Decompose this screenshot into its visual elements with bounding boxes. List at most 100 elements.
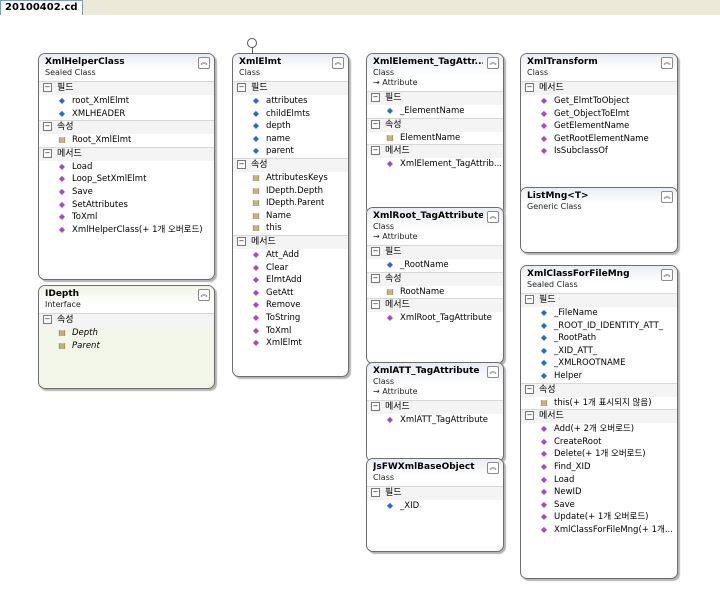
member-item[interactable]: ▤Parent xyxy=(39,340,214,353)
member-item[interactable]: ▤this xyxy=(233,222,348,235)
member-item[interactable]: ◆Loop_SetXmlElmt xyxy=(39,173,214,186)
class-shape-xmlelement-tagattr[interactable]: XmlElement_TagAttr...Class→ Attribute︽−필… xyxy=(366,53,504,215)
collapse-toggle-icon[interactable]: ︽ xyxy=(332,57,344,69)
member-item[interactable]: ◆GetElementName xyxy=(521,120,677,133)
collapse-toggle-icon[interactable]: ︽ xyxy=(661,191,673,203)
member-item[interactable]: ◆Load xyxy=(521,474,677,487)
compartment-header[interactable]: −메서드 xyxy=(367,401,503,414)
collapse-compartment-icon[interactable]: − xyxy=(43,315,52,324)
compartment-header[interactable]: −메서드 xyxy=(39,147,214,161)
member-item[interactable]: ◆ToString xyxy=(233,312,348,325)
member-item[interactable]: ▤Name xyxy=(233,210,348,223)
member-item[interactable]: ◆ElmtAdd xyxy=(233,274,348,287)
member-item[interactable]: ▤AttributesKeys xyxy=(233,172,348,185)
member-item[interactable]: ▤IDepth.Depth xyxy=(233,185,348,198)
member-item[interactable]: ◆Att_Add xyxy=(233,249,348,262)
compartment-header[interactable]: −필드 xyxy=(521,294,677,307)
member-item[interactable]: ◆XMLHEADER xyxy=(39,108,214,121)
member-item[interactable]: ◆depth xyxy=(233,120,348,133)
member-item[interactable]: ◆NewID xyxy=(521,486,677,499)
compartment-header[interactable]: −메서드 xyxy=(521,410,677,424)
collapse-compartment-icon[interactable]: − xyxy=(371,402,380,411)
collapse-toggle-icon[interactable]: ︽ xyxy=(661,57,673,69)
member-item[interactable]: ◆ToXml xyxy=(233,325,348,338)
compartment-header[interactable]: −메서드 xyxy=(233,235,348,249)
member-item[interactable]: ◆root_XmlElmt xyxy=(39,95,214,108)
member-item[interactable]: ◆Helper xyxy=(521,370,677,383)
member-item[interactable]: ◆name xyxy=(233,133,348,146)
collapse-toggle-icon[interactable]: ︽ xyxy=(661,269,673,281)
member-item[interactable]: ◆_XID xyxy=(367,500,503,513)
compartment-header[interactable]: −필드 xyxy=(367,246,503,259)
compartment-header[interactable]: −메서드 xyxy=(521,82,677,95)
collapse-compartment-icon[interactable]: − xyxy=(371,300,380,310)
collapse-compartment-icon[interactable]: − xyxy=(371,146,380,156)
collapse-compartment-icon[interactable]: − xyxy=(237,159,246,169)
compartment-header[interactable]: −속성 xyxy=(521,383,677,397)
collapse-compartment-icon[interactable]: − xyxy=(237,236,246,246)
collapse-toggle-icon[interactable]: ︽ xyxy=(487,57,499,69)
member-item[interactable]: ◆CreateRoot xyxy=(521,436,677,449)
compartment-header[interactable]: −속성 xyxy=(39,121,214,135)
collapse-compartment-icon[interactable]: − xyxy=(43,83,52,92)
member-item[interactable]: ◆attributes xyxy=(233,95,348,108)
collapse-compartment-icon[interactable]: − xyxy=(525,384,534,394)
member-item[interactable]: ◆Save xyxy=(521,499,677,512)
compartment-header[interactable]: −필드 xyxy=(39,82,214,95)
member-item[interactable]: ◆childElmts xyxy=(233,108,348,121)
member-item[interactable]: ▤IDepth.Parent xyxy=(233,197,348,210)
member-item[interactable]: ▤Depth xyxy=(39,327,214,340)
member-item[interactable]: ◆_FileName xyxy=(521,307,677,320)
compartment-header[interactable]: −필드 xyxy=(233,82,348,95)
member-item[interactable]: ◆Save xyxy=(39,186,214,199)
compartment-header[interactable]: −메서드 xyxy=(367,299,503,313)
member-item[interactable]: ◆Remove xyxy=(233,299,348,312)
member-item[interactable]: ◆_XMLROOTNAME xyxy=(521,357,677,370)
member-item[interactable]: ▤RootName xyxy=(367,286,503,299)
collapse-compartment-icon[interactable]: − xyxy=(371,273,380,283)
collapse-compartment-icon[interactable]: − xyxy=(371,119,380,129)
member-item[interactable]: ◆parent xyxy=(233,145,348,158)
member-item[interactable]: ◆XmlClassForFileMng(+ 1개... xyxy=(521,524,677,537)
member-item[interactable]: ◆Load xyxy=(39,161,214,174)
collapse-toggle-icon[interactable]: ︽ xyxy=(198,289,210,301)
member-item[interactable]: ◆_RootPath xyxy=(521,332,677,345)
document-tab[interactable]: 20100402.cd xyxy=(0,0,83,15)
collapse-compartment-icon[interactable]: − xyxy=(237,83,246,92)
member-item[interactable]: ◆GetAtt xyxy=(233,287,348,300)
member-item[interactable]: ◆IsSubclassOf xyxy=(521,145,677,158)
member-item[interactable]: ◆Get_ObjectToElmt xyxy=(521,108,677,121)
compartment-header[interactable]: −속성 xyxy=(367,272,503,286)
member-item[interactable]: ◆Clear xyxy=(233,262,348,275)
compartment-header[interactable]: −필드 xyxy=(367,92,503,105)
member-item[interactable]: ◆XmlElmt xyxy=(233,337,348,350)
member-item[interactable]: ▤Root_XmlElmt xyxy=(39,134,214,147)
collapse-compartment-icon[interactable]: − xyxy=(371,247,380,256)
member-item[interactable]: ◆Add(+ 2개 오버로드) xyxy=(521,423,677,436)
member-item[interactable]: ◆Update(+ 1개 오버로드) xyxy=(521,511,677,524)
member-item[interactable]: ◆_RootName xyxy=(367,259,503,272)
member-item[interactable]: ◆_XID_ATT_ xyxy=(521,345,677,358)
collapse-toggle-icon[interactable]: ︽ xyxy=(487,366,499,378)
member-item[interactable]: ▤this(+ 1개 표시되지 않음) xyxy=(521,397,677,410)
collapse-toggle-icon[interactable]: ︽ xyxy=(487,211,499,223)
collapse-toggle-icon[interactable]: ︽ xyxy=(198,57,210,69)
compartment-header[interactable]: −속성 xyxy=(367,118,503,132)
compartment-header[interactable]: −필드 xyxy=(367,487,503,500)
member-item[interactable]: ◆XmlElement_TagAttrib... xyxy=(367,158,503,171)
member-item[interactable]: ◆XmlHelperClass(+ 1개 오버로드) xyxy=(39,224,214,237)
member-item[interactable]: ◆Delete(+ 1개 오버로드) xyxy=(521,448,677,461)
member-item[interactable]: ◆XmlATT_TagAttribute xyxy=(367,414,503,427)
member-item[interactable]: ◆ToXml xyxy=(39,211,214,224)
collapse-compartment-icon[interactable]: − xyxy=(43,122,52,132)
collapse-compartment-icon[interactable]: − xyxy=(43,148,52,158)
